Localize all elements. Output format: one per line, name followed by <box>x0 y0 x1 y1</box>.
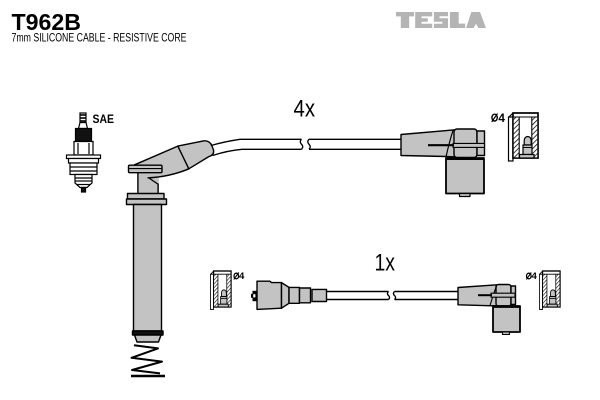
svg-text:SAE: SAE <box>93 112 115 126</box>
svg-text:1x: 1x <box>375 250 396 277</box>
svg-text:4x: 4x <box>294 96 316 123</box>
svg-text:4: 4 <box>239 271 245 282</box>
svg-text:4: 4 <box>498 111 505 125</box>
svg-text:T962B: T962B <box>12 9 82 35</box>
svg-text:7mm SILICONE CABLE - RESISTIV: 7mm SILICONE CABLE - RESISTIVE CORE <box>12 33 187 45</box>
svg-text:4: 4 <box>532 271 538 282</box>
